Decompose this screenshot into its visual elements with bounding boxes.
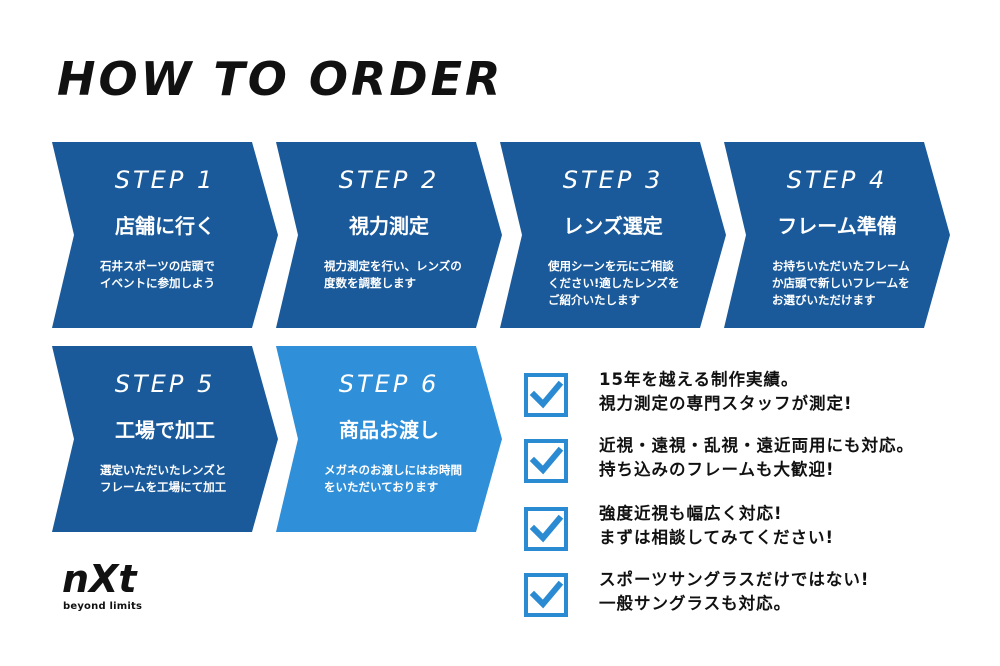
chevron-shape bbox=[52, 142, 278, 328]
chevron-shape bbox=[500, 142, 726, 328]
nxt-logo-mark: nXt bbox=[62, 557, 138, 600]
chevron-shape bbox=[724, 142, 950, 328]
step-3-card: STEP 3 レンズ選定 使用シーンを元にご相談ください!適したレンズをご紹介い… bbox=[500, 142, 726, 328]
feature-item-3: 強度近視も幅広く対応!まずは相談してみてください! bbox=[523, 502, 993, 558]
step-5-card: STEP 5 工場で加工 選定いただいたレンズとフレームを工場にて加工 bbox=[52, 346, 278, 532]
step-number: STEP 5 bbox=[114, 370, 216, 398]
chevron-shape bbox=[276, 142, 502, 328]
feature-text: スポーツサングラスだけではない!一般サングラスも対応。 bbox=[599, 570, 870, 613]
feature-text: 近視・遠視・乱視・遠近両用にも対応。持ち込みのフレームも大歓迎! bbox=[599, 436, 914, 479]
feature-item-2: 近視・遠視・乱視・遠近両用にも対応。持ち込みのフレームも大歓迎! bbox=[523, 434, 993, 490]
feature-item-4: スポーツサングラスだけではない!一般サングラスも対応。 bbox=[523, 568, 993, 624]
step-description: お持ちいただいたフレームか店頭で新しいフレームをお選びいただけます bbox=[772, 259, 910, 307]
step-description: メガネのお渡しにはお時間をいただいております bbox=[324, 463, 462, 494]
step-number: STEP 1 bbox=[114, 166, 216, 194]
checkbox-checked-icon bbox=[524, 507, 568, 551]
step-6-card: STEP 6 商品お渡し メガネのお渡しにはお時間をいただいております bbox=[276, 346, 502, 532]
feature-text: 強度近視も幅広く対応!まずは相談してみてください! bbox=[599, 504, 835, 547]
step-1-card: STEP 1 店舗に行く 石井スポーツの店頭でイベントに参加しよう bbox=[52, 142, 278, 328]
checkbox-checked-icon bbox=[524, 439, 568, 483]
checkbox-checked-icon bbox=[524, 373, 568, 417]
step-2-card: STEP 2 視力測定 視力測定を行い、レンズの度数を調整します bbox=[276, 142, 502, 328]
svg-text:nXt: nXt bbox=[62, 557, 138, 600]
feature-text: 15年を越える制作実績。視力測定の専門スタッフが測定! bbox=[599, 370, 853, 413]
feature-item-1: 15年を越える制作実績。視力測定の専門スタッフが測定! bbox=[523, 368, 993, 424]
step-name: 店舗に行く bbox=[115, 214, 215, 238]
step-4-card: STEP 4 フレーム準備 お持ちいただいたフレームか店頭で新しいフレームをお選… bbox=[724, 142, 950, 328]
chevron-shape bbox=[52, 346, 278, 532]
step-name: フレーム準備 bbox=[777, 214, 897, 238]
page-title: HOW TO ORDER bbox=[57, 52, 504, 106]
nxt-logo: nXt beyond limits bbox=[62, 556, 162, 618]
logo-tagline: beyond limits bbox=[63, 601, 143, 612]
step-description: 使用シーンを元にご相談ください!適したレンズをご紹介いたします bbox=[548, 259, 680, 307]
checkbox-checked-icon bbox=[524, 573, 568, 617]
step-name: 視力測定 bbox=[349, 214, 429, 238]
step-name: レンズ選定 bbox=[563, 214, 663, 238]
step-number: STEP 6 bbox=[338, 370, 440, 398]
step-description: 選定いただいたレンズとフレームを工場にて加工 bbox=[100, 463, 227, 494]
step-number: STEP 4 bbox=[786, 166, 888, 194]
chevron-shape bbox=[276, 346, 502, 532]
step-number: STEP 2 bbox=[338, 166, 440, 194]
step-description: 石井スポーツの店頭でイベントに参加しよう bbox=[100, 259, 215, 290]
step-name: 商品お渡し bbox=[339, 418, 439, 442]
step-name: 工場で加工 bbox=[115, 418, 215, 442]
step-description: 視力測定を行い、レンズの度数を調整します bbox=[324, 259, 462, 290]
step-number: STEP 3 bbox=[562, 166, 664, 194]
